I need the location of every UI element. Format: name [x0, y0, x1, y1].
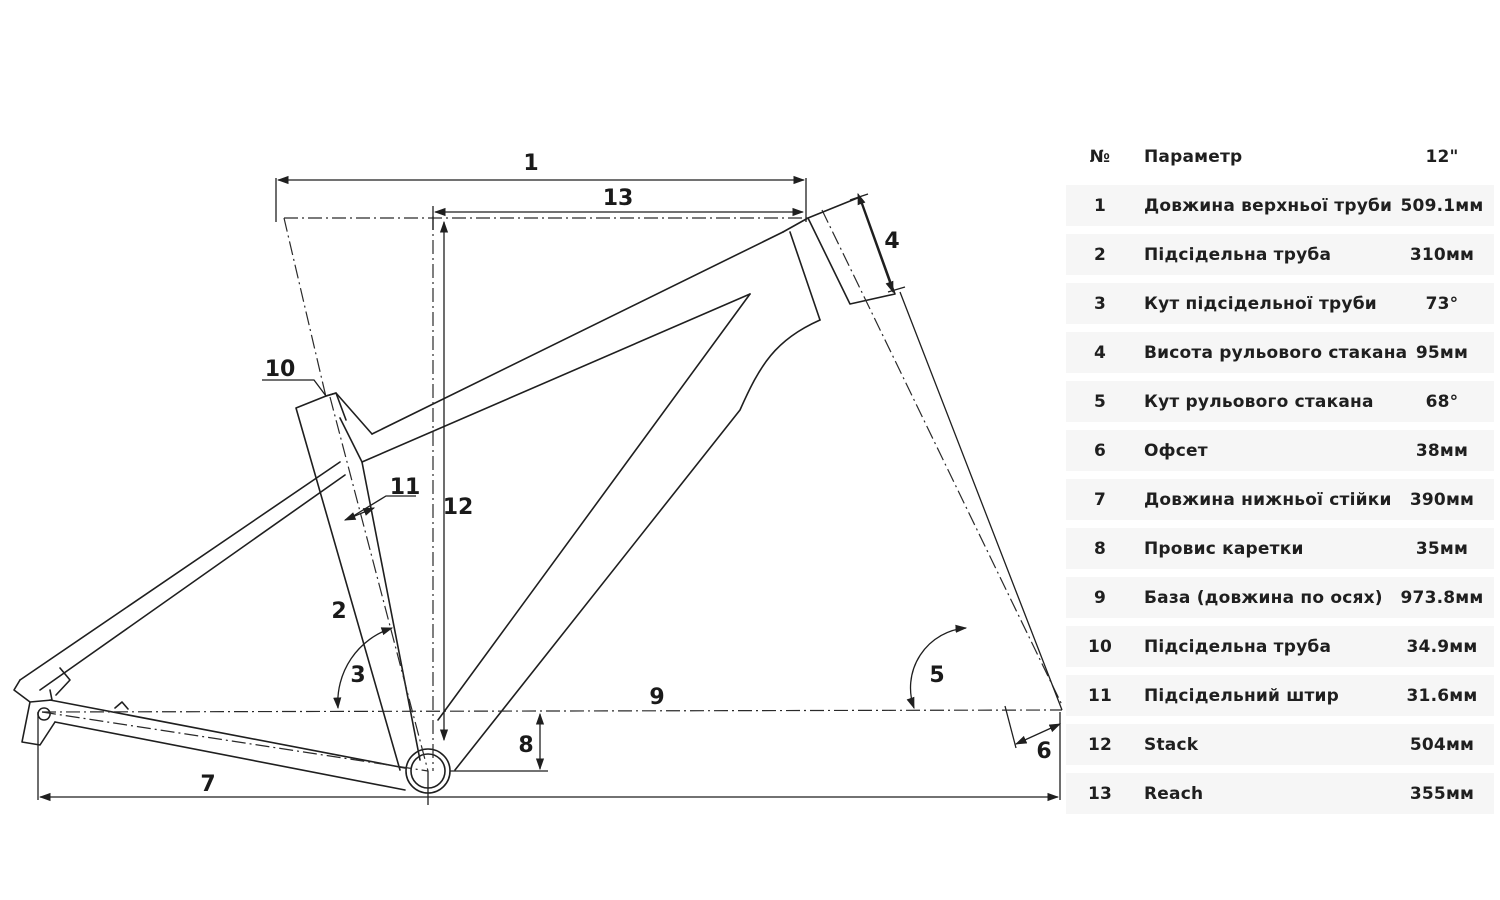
dimension-lines — [37, 175, 1063, 805]
table-row: 13 Reach 355мм — [1066, 773, 1494, 814]
row-num: 2 — [1093, 244, 1107, 265]
seat-collar — [325, 392, 347, 421]
row-param: Підсідельна труба — [1144, 636, 1332, 657]
row-param: Підсідельний штир — [1144, 685, 1340, 706]
row-num: 3 — [1093, 293, 1107, 314]
row-num: 12 — [1087, 734, 1113, 755]
row-param: Офсет — [1144, 440, 1208, 461]
row-param: Кут підсідельної труби — [1144, 293, 1377, 314]
table-row: 5 Кут рульового стакана 68° — [1066, 381, 1494, 422]
table-row: 10 Підсідельна труба 34.9мм — [1066, 626, 1494, 667]
row-num: 8 — [1093, 538, 1107, 559]
label-13: 13 — [603, 186, 634, 211]
label-6: 6 — [1036, 739, 1051, 764]
row-value: 31.6мм — [1406, 685, 1478, 706]
row-num: 9 — [1093, 587, 1107, 608]
row-param: Провис каретки — [1144, 538, 1304, 559]
table-row: 2 Підсідельна труба 310мм — [1066, 234, 1494, 275]
label-7: 7 — [200, 772, 215, 797]
header-num: № — [1089, 146, 1111, 167]
table-row: 4 Висота рульового стакана 95мм — [1066, 332, 1494, 373]
chain-stay — [49, 699, 406, 791]
table-row: 11 Підсідельний штир 31.6мм — [1066, 675, 1494, 716]
row-value: 509.1мм — [1400, 195, 1484, 216]
label-4: 4 — [884, 229, 899, 254]
row-param: Stack — [1144, 734, 1199, 755]
bike-frame — [13, 196, 896, 794]
row-num: 7 — [1093, 489, 1107, 510]
row-param: Довжина верхньої труби — [1144, 195, 1393, 216]
table-row: 9 База (довжина по осях) 973.8мм — [1066, 577, 1494, 618]
row-value: 504мм — [1409, 734, 1475, 755]
row-value: 390мм — [1409, 489, 1475, 510]
header-param: Параметр — [1144, 146, 1243, 167]
label-5: 5 — [929, 663, 944, 688]
head-tube — [782, 196, 896, 321]
geometry-spec-table: № Параметр 12" 1 Довжина верхньої труби … — [1066, 136, 1494, 822]
table-row: 6 Офсет 38мм — [1066, 430, 1494, 471]
label-9: 9 — [649, 685, 664, 710]
table-row: 3 Кут підсідельної труби 73° — [1066, 283, 1494, 324]
table-row: 7 Довжина нижньої стійки 390мм — [1066, 479, 1494, 520]
row-param: База (довжина по осях) — [1144, 587, 1383, 608]
row-value: 355мм — [1409, 783, 1475, 804]
row-value: 38мм — [1415, 440, 1469, 461]
row-value: 310мм — [1409, 244, 1475, 265]
dimension-labels: 1 2 3 4 5 6 7 8 9 10 11 12 13 — [200, 151, 1051, 797]
row-param: Кут рульового стакана — [1144, 391, 1374, 412]
label-12: 12 — [443, 495, 474, 520]
table-row: 12 Stack 504мм — [1066, 724, 1494, 765]
row-num: 4 — [1093, 342, 1107, 363]
row-value: 34.9мм — [1406, 636, 1478, 657]
row-value: 73° — [1425, 293, 1459, 314]
top-tube — [361, 231, 784, 463]
row-value: 35мм — [1415, 538, 1469, 559]
row-param: Висота рульового стакана — [1144, 342, 1408, 363]
row-num: 10 — [1087, 636, 1113, 657]
label-1: 1 — [523, 151, 538, 176]
center-lines — [41, 209, 1063, 772]
label-2: 2 — [331, 599, 346, 624]
row-num: 11 — [1087, 685, 1113, 706]
label-10: 10 — [265, 357, 296, 382]
row-value: 973.8мм — [1400, 587, 1484, 608]
rear-dropout — [13, 667, 71, 746]
chainstay-bridge — [114, 701, 129, 710]
label-3: 3 — [350, 663, 365, 688]
row-param: Reach — [1144, 783, 1204, 804]
row-value: 95мм — [1415, 342, 1469, 363]
row-num: 13 — [1087, 783, 1113, 804]
header-size: 12" — [1425, 146, 1459, 167]
row-param: Довжина нижньої стійки — [1144, 489, 1392, 510]
table-row: 1 Довжина верхньої труби 509.1мм — [1066, 185, 1494, 226]
table-header-row: № Параметр 12" — [1066, 136, 1494, 177]
row-value: 68° — [1425, 391, 1459, 412]
row-num: 1 — [1093, 195, 1107, 216]
seat-stay — [19, 461, 346, 691]
label-8: 8 — [518, 733, 533, 758]
down-tube — [437, 293, 821, 771]
table-row: 8 Провис каретки 35мм — [1066, 528, 1494, 569]
row-num: 6 — [1093, 440, 1107, 461]
row-num: 5 — [1093, 391, 1107, 412]
row-param: Підсідельна труба — [1144, 244, 1332, 265]
label-11: 11 — [390, 475, 421, 500]
seat-tube — [295, 392, 421, 771]
